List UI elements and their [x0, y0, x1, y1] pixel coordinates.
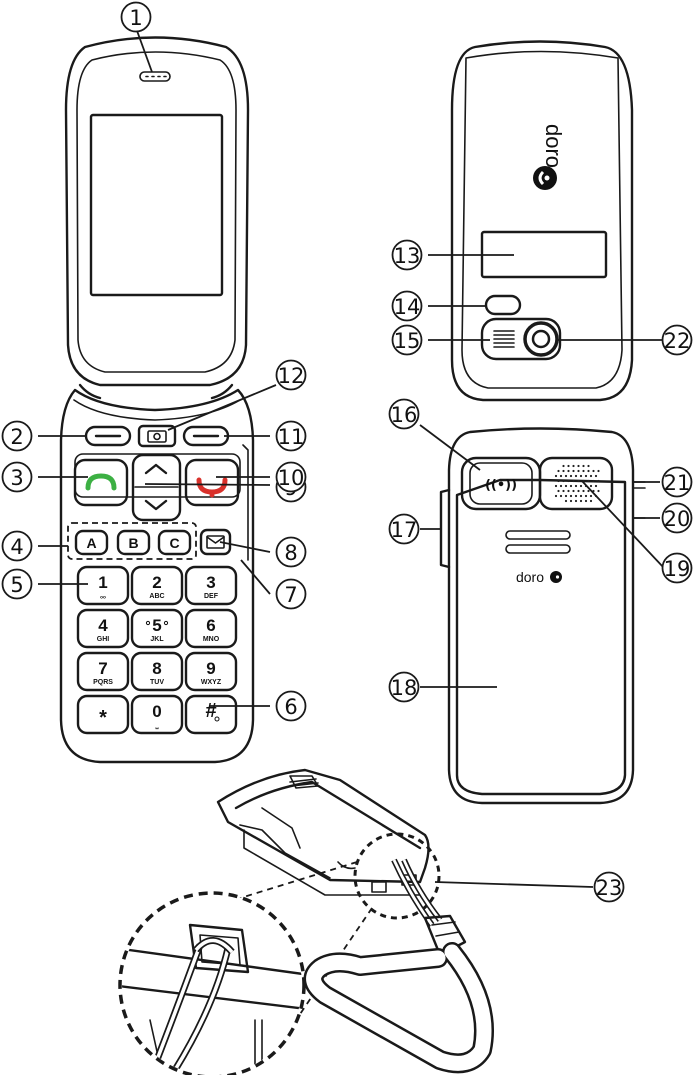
callout-label: 23: [596, 876, 623, 900]
phone-back-lower: ((•)) doro: [441, 429, 645, 804]
upper-lid-inner-outline: [77, 52, 236, 372]
callout-label: 22: [664, 329, 691, 353]
callout-label: 7: [284, 583, 297, 607]
digit-key-sublabel: TUV: [150, 679, 164, 686]
digit-key-label: 0: [152, 702, 161, 721]
sos-signal-icon: ((•)): [485, 478, 517, 493]
message-key[interactable]: [201, 530, 230, 554]
digit-key-sublabel: ₒₒ: [100, 593, 106, 600]
callout-label: 6: [284, 695, 297, 719]
digit-key-label: 5: [152, 616, 161, 635]
callout-label: 4: [10, 535, 23, 559]
lanyard-attachment-detail: [110, 770, 484, 1075]
callout-label: 17: [391, 518, 418, 542]
end-key[interactable]: [186, 460, 238, 505]
memory-key-label: C: [169, 535, 179, 551]
callout-label: 1: [129, 6, 142, 30]
camera-lens-outer: [525, 323, 557, 355]
callout-label: 11: [278, 425, 305, 449]
callout-label: 8: [284, 541, 297, 565]
back-speaker-slots: [494, 331, 514, 347]
digit-key-label: 4: [98, 616, 108, 635]
callout-label: 16: [391, 403, 418, 427]
digit-key-label: 1: [98, 573, 107, 592]
callout-label: 5: [10, 573, 23, 597]
callout-label: 14: [394, 295, 421, 319]
zoom-detail-circle: [120, 893, 304, 1075]
digit-key-sublabel: ABC: [149, 593, 164, 600]
camera-icon: [148, 431, 166, 442]
digit-key-sublabel: PQRS: [93, 679, 113, 686]
end-handset-icon: [199, 480, 225, 492]
doro-logo-icon: [533, 166, 557, 190]
battery-cover-logo-text: doro: [516, 569, 544, 585]
callout-badges: 1234567891011121314151617181920212223: [3, 3, 692, 902]
digit-key-sublabel: ⎵: [155, 722, 159, 729]
digit-key-label: 6: [206, 616, 215, 635]
digit-key-sublabel: DEF: [204, 593, 219, 600]
digit-key-sublabel: MNO: [203, 636, 220, 643]
phone-back-upper: doro: [452, 42, 632, 401]
call-key[interactable]: [75, 460, 127, 505]
memory-key-label: B: [128, 535, 138, 551]
callout-label: 3: [10, 466, 23, 490]
memory-key-label: A: [86, 535, 96, 551]
call-handset-icon: [88, 476, 114, 488]
callout-label: 13: [394, 244, 421, 268]
callout-label: 18: [391, 676, 418, 700]
digit-key-label: 9: [206, 659, 215, 678]
tactile-dot: [146, 621, 149, 624]
callout-label: 21: [664, 471, 691, 495]
digit-key-sublabel: WXYZ: [201, 679, 222, 686]
nav-up-icon: [146, 465, 166, 473]
callout-label: 2: [10, 425, 23, 449]
digit-key-label: 2: [152, 573, 161, 592]
callout-label: 15: [394, 329, 421, 353]
digit-key-label: 7: [98, 659, 107, 678]
digit-key-sublabel: GHI: [97, 636, 110, 643]
digit-key-sublabel: JKL: [150, 636, 164, 643]
callout-label: 19: [664, 557, 691, 581]
battery-cover-logo-icon: [550, 571, 562, 583]
nav-down-icon: [146, 501, 166, 509]
callout-label: 10: [278, 466, 305, 490]
callout-label: 12: [278, 364, 305, 388]
digit-key-label: 8: [152, 659, 161, 678]
camera-flash: [486, 296, 520, 314]
loudspeaker-holes: [555, 465, 600, 502]
back-logo-text: doro: [541, 124, 566, 168]
digit-key-label: *: [99, 707, 107, 729]
tactile-dot: [164, 621, 167, 624]
upper-lid-outline: [66, 38, 248, 386]
callout-label: 20: [664, 507, 691, 531]
digit-key-label: 3: [206, 573, 215, 592]
main-display: [91, 115, 222, 295]
